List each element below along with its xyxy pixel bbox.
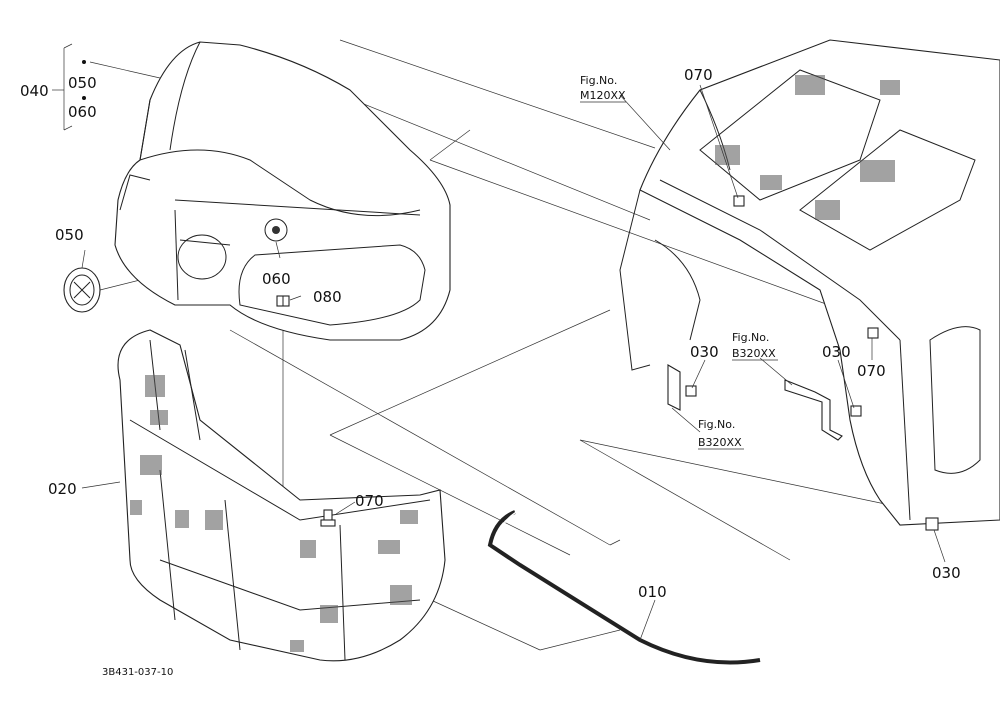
emblem-050[interactable] <box>63 267 101 313</box>
label-080: 080 <box>313 288 342 306</box>
fig-ref-b320-right-code: B320XX <box>732 347 776 360</box>
label-040: 040 <box>20 82 49 100</box>
label-leaders <box>52 43 946 641</box>
drawing-code: 3B431-037-10 <box>102 667 173 678</box>
label-020: 020 <box>48 480 77 498</box>
bolt-030-lower[interactable] <box>925 517 939 531</box>
fig-ref-b320-left-title: Fig.No. <box>698 418 735 431</box>
hood-assembly[interactable] <box>114 41 451 341</box>
label-030-lower: 030 <box>932 564 961 582</box>
marker-dot <box>82 60 86 64</box>
nut-080[interactable] <box>276 295 290 307</box>
label-070-upper: 070 <box>684 66 713 84</box>
label-060-top: 060 <box>68 103 97 121</box>
bracket-left[interactable] <box>667 364 681 411</box>
hardware <box>667 195 939 531</box>
bolt-030-middle[interactable] <box>850 405 862 417</box>
seal-strip-010[interactable] <box>487 509 766 665</box>
bolt-070-right[interactable] <box>867 327 879 339</box>
fig-ref-b320-left-code: B320XX <box>698 436 742 449</box>
fig-ref-m120-title: Fig.No. <box>580 74 617 87</box>
label-050: 050 <box>55 226 84 244</box>
fig-ref-m120-code: M120XX <box>580 89 626 102</box>
label-050-top: 050 <box>68 74 97 92</box>
label-070-grille: 070 <box>355 492 384 510</box>
label-030-left: 030 <box>690 343 719 361</box>
front-grille-020[interactable] <box>117 329 446 662</box>
bracket-right[interactable] <box>784 379 843 441</box>
marker-dot <box>82 96 86 100</box>
cab-frame <box>619 39 1000 526</box>
label-010: 010 <box>638 583 667 601</box>
fig-ref-b320-right-title: Fig.No. <box>732 331 769 344</box>
label-030-middle: 030 <box>822 343 851 361</box>
bolt-030-left[interactable] <box>685 385 697 397</box>
bolt-070-upper[interactable] <box>733 195 745 207</box>
label-070-right: 070 <box>857 362 886 380</box>
bolt-070-grille[interactable] <box>320 509 336 527</box>
label-060: 060 <box>262 270 291 288</box>
